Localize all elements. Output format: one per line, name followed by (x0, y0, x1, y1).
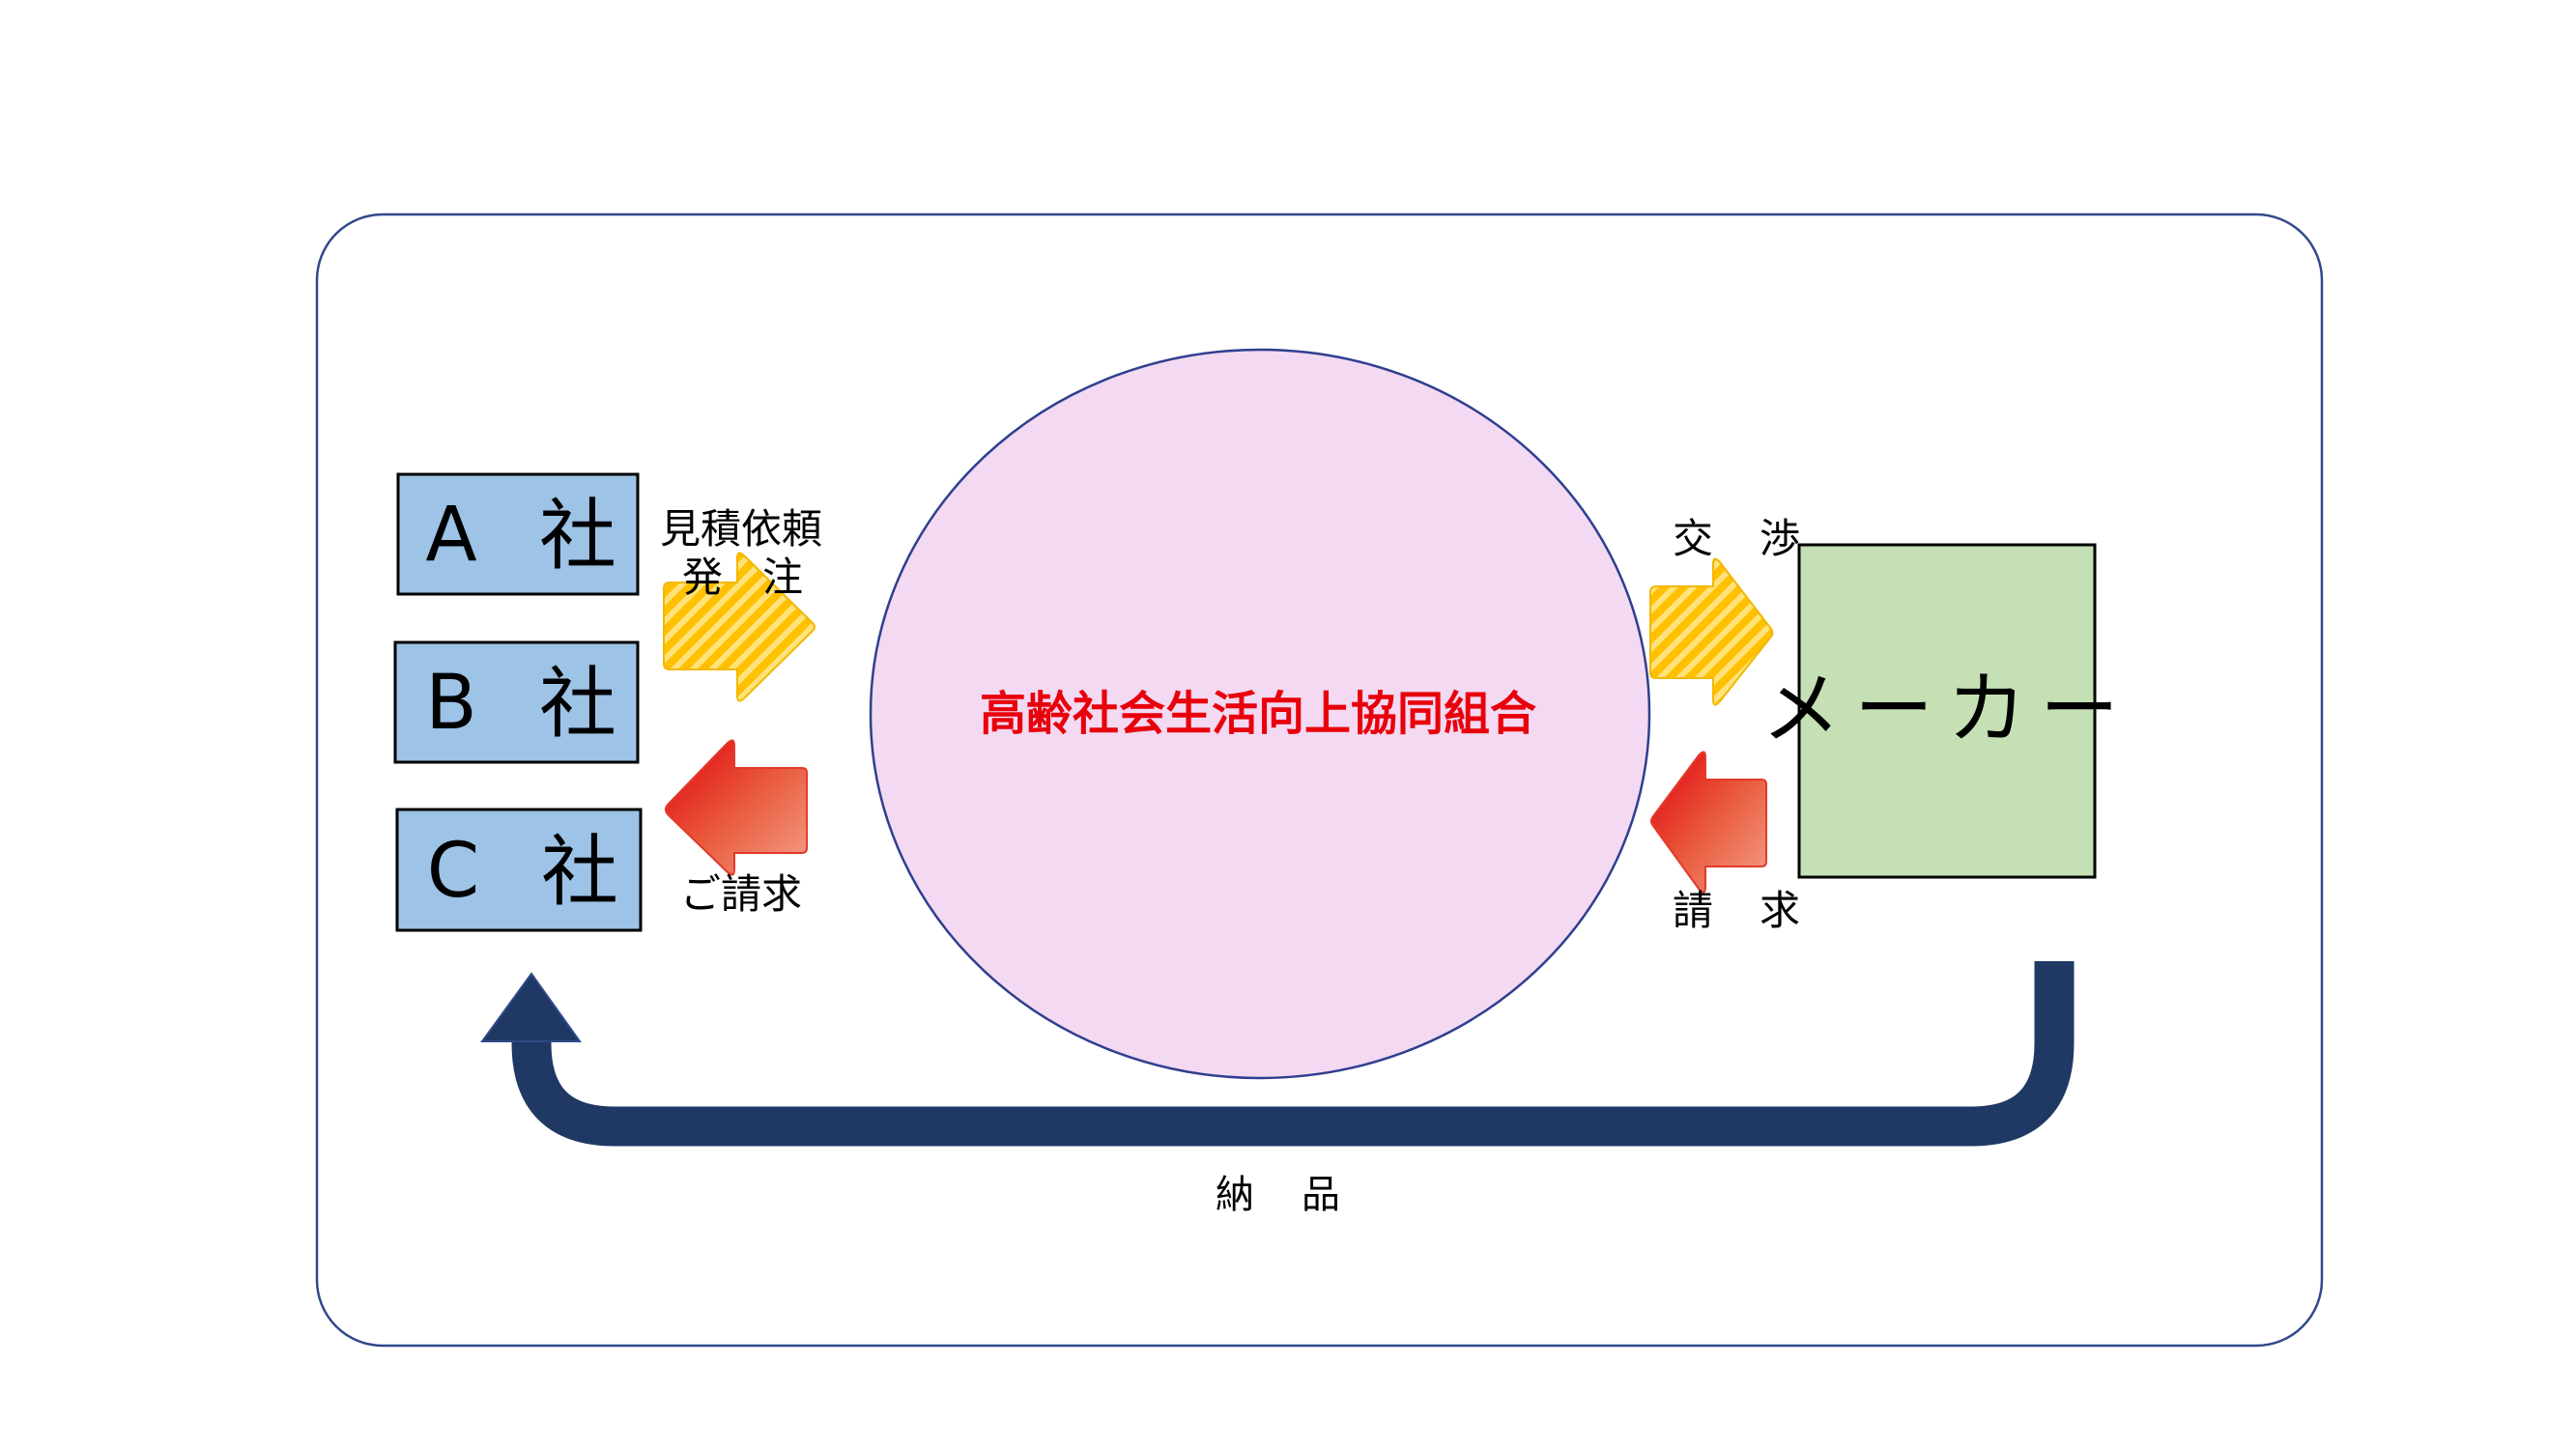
yellow-right-arrow-icon (663, 552, 816, 702)
negotiation-label-a: 交 (1673, 515, 1713, 562)
quote-request-label: 見積依頼 (660, 505, 822, 553)
delivery-label-b: 品 (1302, 1173, 1340, 1217)
invoice-label-a: 請 (1673, 887, 1713, 934)
negotiation-label-b: 渉 (1760, 515, 1800, 562)
company-box-a: A 社 (396, 472, 640, 596)
company-letter: A (425, 492, 476, 579)
red-left-arrow-icon (1650, 751, 1767, 894)
red-left-arrow-icon (665, 739, 808, 876)
yellow-right-arrow-icon (1649, 557, 1774, 706)
billing-label: ご請求 (680, 870, 802, 918)
invoice-label-b: 求 (1760, 887, 1800, 934)
company-suffix: 社 (539, 491, 616, 581)
company-suffix: 社 (539, 659, 616, 749)
delivery-arrowhead-icon (480, 972, 582, 1042)
maker-label: メーカー (1761, 664, 2132, 755)
delivery-u-arrow-icon (511, 961, 2075, 1147)
company-suffix: 社 (541, 827, 618, 917)
cooperative-title: 高齢社会生活向上協同組合 (980, 687, 1536, 741)
company-letter: B (425, 660, 477, 747)
cooperative-circle (869, 348, 1651, 1080)
company-box-c: C 社 (395, 808, 643, 932)
delivery-label-a: 納 (1216, 1173, 1254, 1217)
order-label-a: 発 (682, 554, 723, 601)
order-label-b: 注 (762, 554, 803, 601)
company-box-b: B 社 (393, 640, 640, 764)
company-letter: C (427, 828, 479, 915)
maker-box (1797, 543, 2097, 879)
